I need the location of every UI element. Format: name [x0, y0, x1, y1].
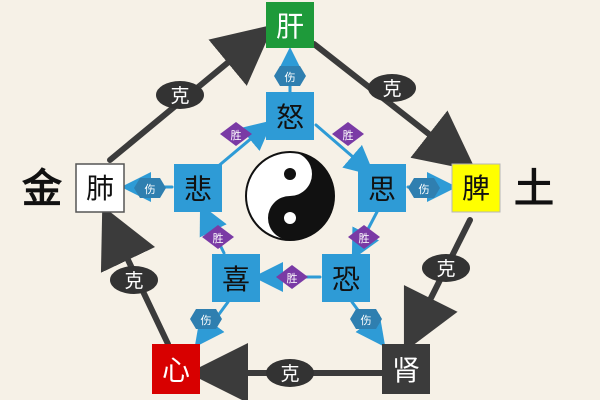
- svg-text:克: 克: [280, 363, 299, 385]
- control-labels: 克 克 克 克 克: [110, 74, 470, 387]
- svg-text:恐: 恐: [332, 263, 360, 296]
- organ-heart: 心: [152, 344, 200, 394]
- svg-text:伤: 伤: [361, 314, 372, 327]
- svg-text:喜: 喜: [222, 263, 250, 296]
- svg-text:伤: 伤: [145, 183, 156, 196]
- element-label-metal: 金: [21, 166, 63, 212]
- svg-text:胜: 胜: [213, 231, 224, 245]
- svg-text:克: 克: [170, 85, 189, 107]
- control-label-metal-wood: 克: [156, 81, 204, 109]
- harm-badge-joy-heart: 伤: [190, 309, 222, 329]
- element-label-earth: 土: [514, 166, 554, 212]
- svg-text:克: 克: [436, 258, 455, 280]
- harm-badge-anger-liver: 伤: [274, 66, 306, 86]
- svg-text:心: 心: [162, 354, 190, 387]
- emotion-worry: 思: [358, 164, 406, 212]
- organ-liver: 肝: [266, 2, 314, 48]
- harm-badge-worry-spleen: 伤: [408, 178, 440, 198]
- control-label-earth-water: 克: [422, 254, 470, 282]
- emotion-joy: 喜: [212, 254, 260, 302]
- overcome-badge-fear-joy: 胜: [276, 265, 308, 289]
- overcome-badge-grief-anger: 胜: [220, 122, 252, 146]
- harm-badges: 伤 伤 伤 伤 伤: [134, 66, 440, 329]
- svg-text:肝: 肝: [276, 10, 304, 43]
- overcome-badge-worry-fear: 胜: [348, 225, 380, 249]
- svg-text:怒: 怒: [276, 101, 304, 134]
- yin-yang-icon: [245, 151, 335, 241]
- overcome-badge-anger-worry: 胜: [332, 122, 364, 146]
- emotion-grief: 悲: [174, 164, 222, 212]
- svg-text:肺: 肺: [86, 172, 114, 205]
- harm-badge-fear-kidney: 伤: [350, 309, 382, 329]
- svg-text:肾: 肾: [392, 354, 420, 387]
- overcome-badge-joy-grief: 胜: [202, 225, 234, 249]
- control-label-fire-metal: 克: [110, 266, 158, 294]
- svg-text:胜: 胜: [359, 231, 370, 245]
- organ-lung: 肺: [75, 163, 125, 213]
- svg-text:伤: 伤: [419, 183, 430, 196]
- organ-spleen: 脾: [451, 163, 501, 213]
- overcome-badges: 胜 胜 胜 胜 胜: [202, 122, 380, 289]
- svg-text:胜: 胜: [343, 128, 354, 142]
- line-grief-anger: [214, 120, 273, 170]
- svg-text:脾: 脾: [462, 172, 490, 205]
- control-label-wood-earth: 克: [368, 74, 416, 102]
- svg-text:克: 克: [124, 270, 143, 292]
- svg-text:伤: 伤: [285, 71, 296, 84]
- line-anger-worry: [314, 123, 375, 176]
- svg-text:克: 克: [382, 78, 401, 100]
- arrow-wood-to-earth: [311, 41, 477, 172]
- svg-text:伤: 伤: [201, 314, 212, 327]
- svg-text:胜: 胜: [231, 128, 242, 142]
- svg-text:思: 思: [368, 173, 396, 206]
- emotion-anger: 怒: [266, 92, 314, 140]
- organ-kidney: 肾: [382, 344, 430, 394]
- svg-text:悲: 悲: [184, 173, 212, 206]
- emotion-fear: 恐: [322, 254, 370, 302]
- svg-text:胜: 胜: [287, 271, 298, 285]
- harm-badge-grief-lung: 伤: [134, 178, 166, 198]
- control-label-water-fire: 克: [266, 359, 314, 387]
